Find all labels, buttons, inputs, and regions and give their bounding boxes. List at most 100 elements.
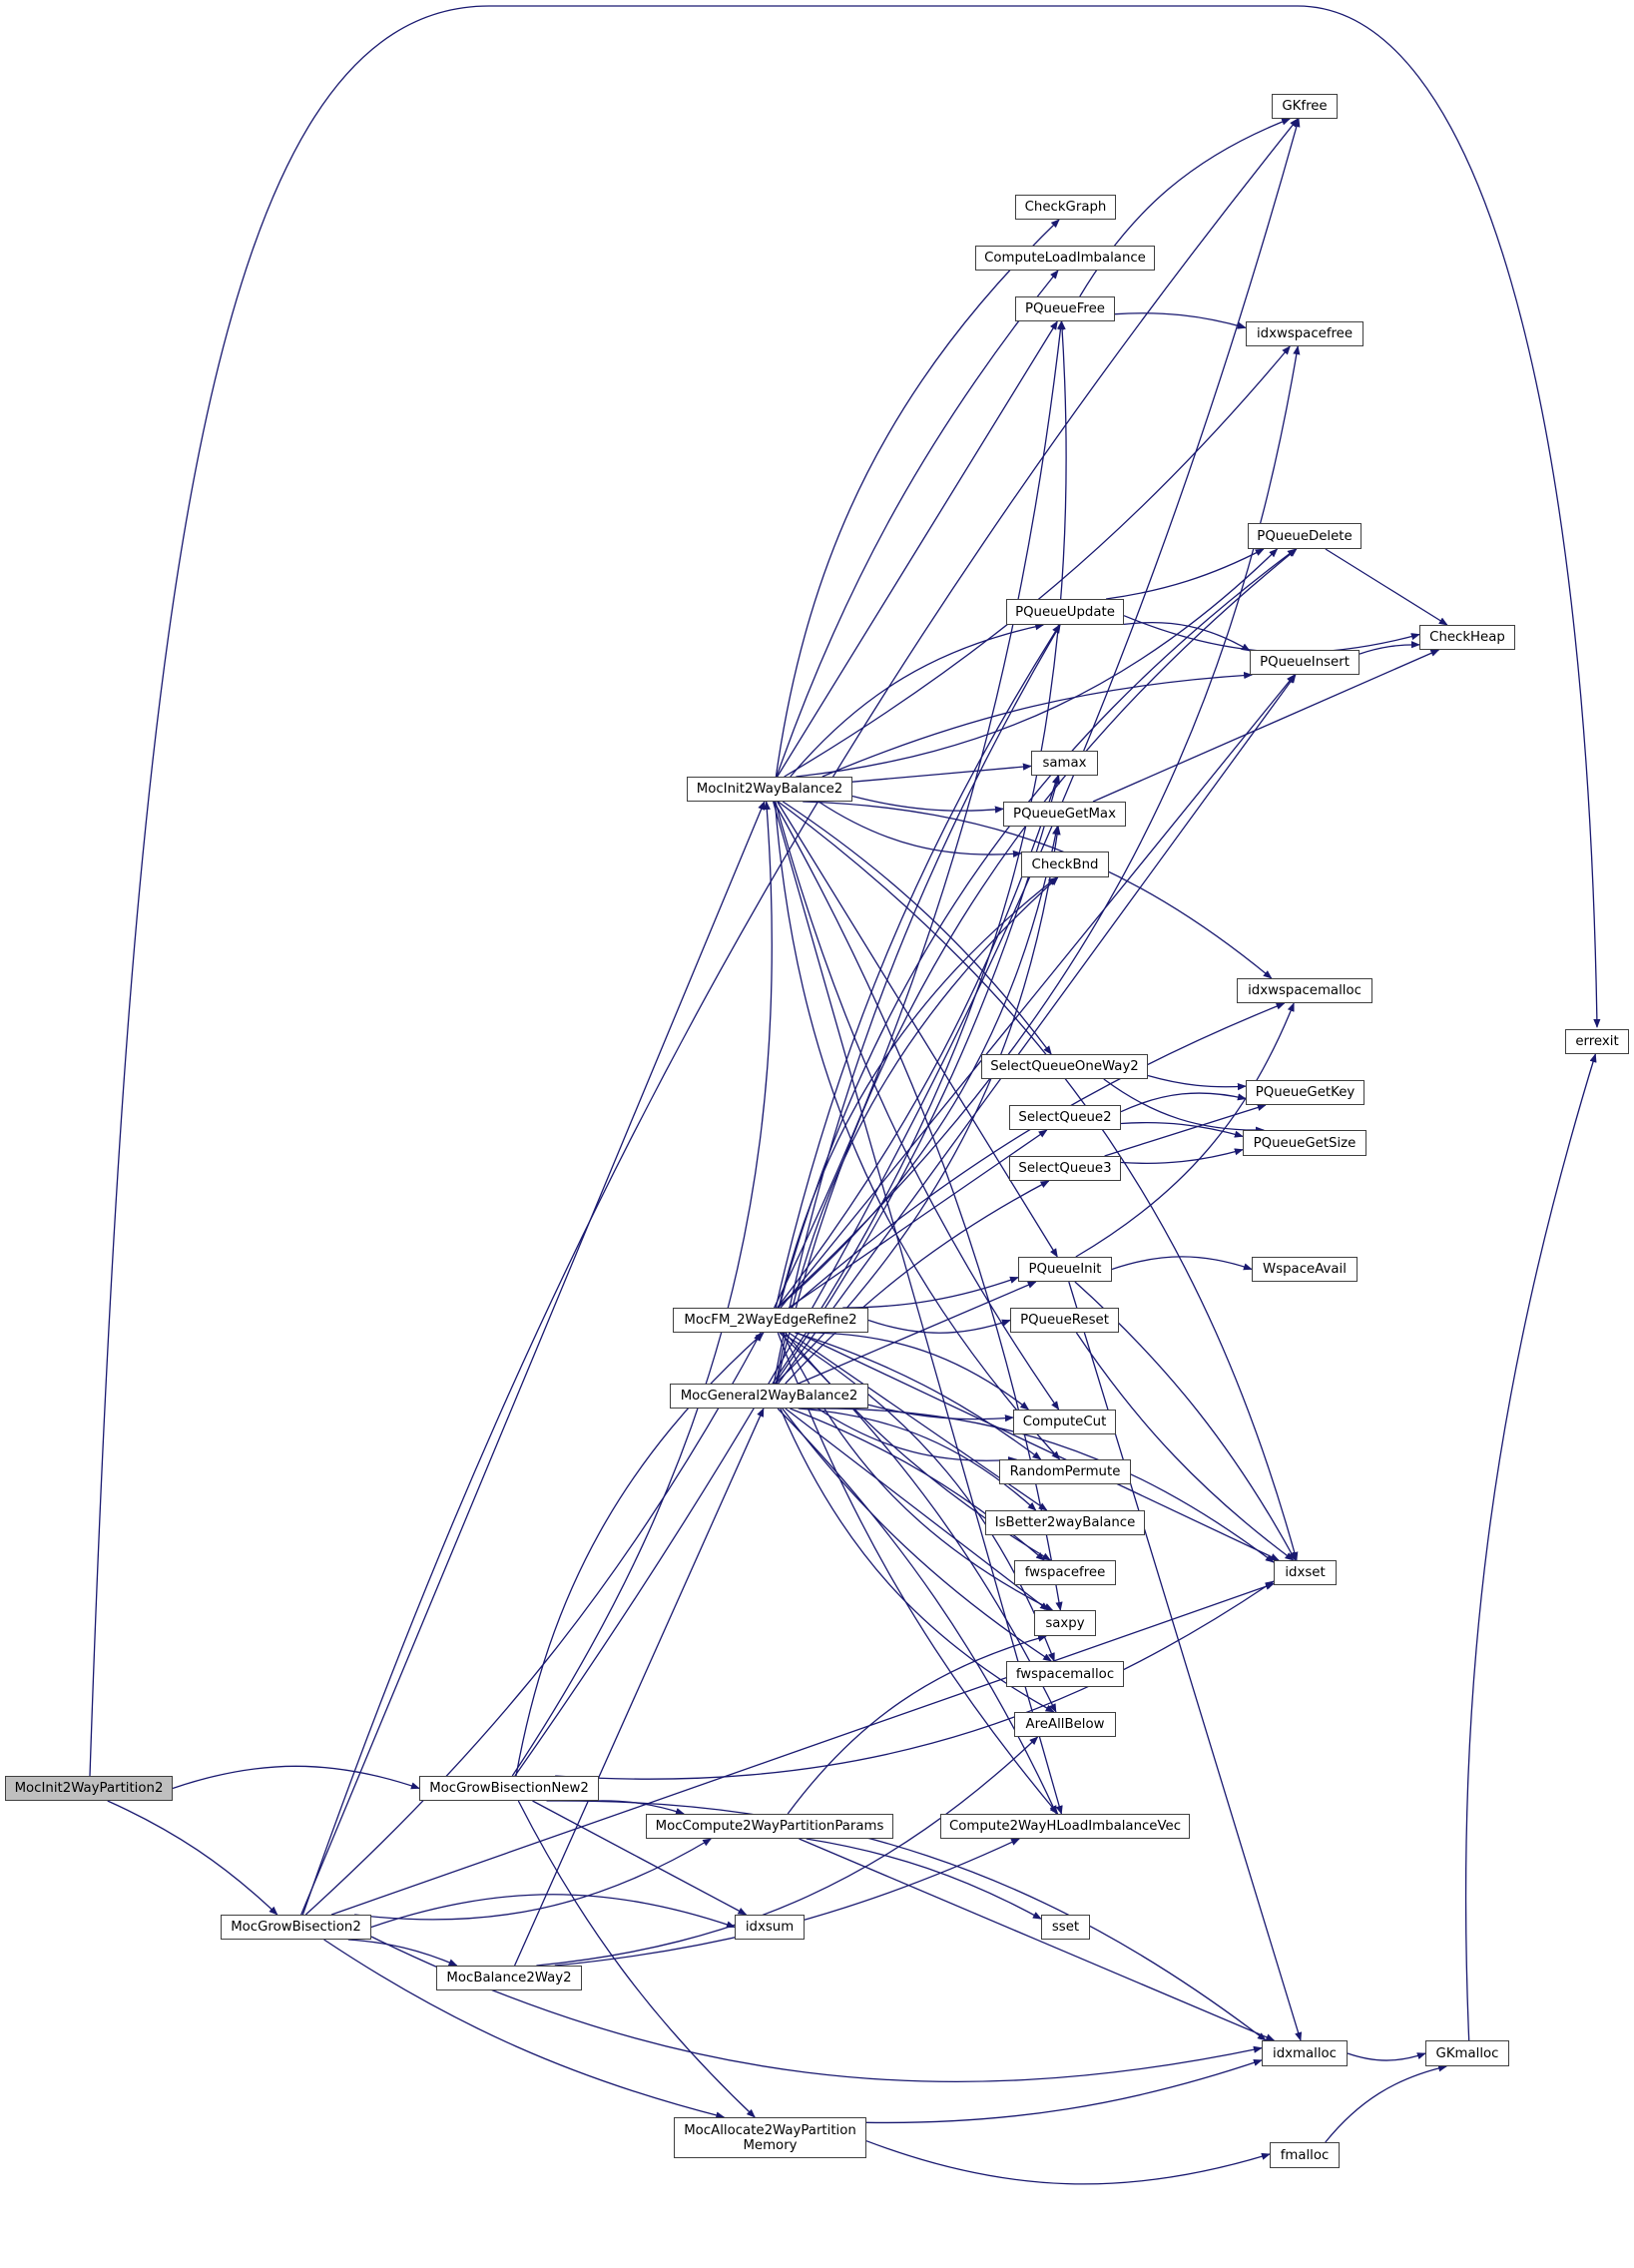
node-label: SelectQueue2 <box>1018 1110 1112 1125</box>
node-are-all-below[interactable]: AreAllBelow <box>1014 1712 1116 1737</box>
edge-moc-fm-2-way-edge-refine2-to-idxwspacefree <box>777 345 1301 1309</box>
node-fwspacefree[interactable]: fwspacefree <box>1014 1560 1116 1585</box>
node-pqueue-delete[interactable]: PQueueDelete <box>1248 523 1362 549</box>
node-label: PQueueReset <box>1020 1313 1109 1328</box>
node-compute-load-imbalance[interactable]: ComputeLoadImbalance <box>975 246 1155 271</box>
edge-moc-general2-way-balance2-to-pqueue-delete <box>776 548 1298 1385</box>
node-check-bnd[interactable]: CheckBnd <box>1021 851 1109 877</box>
node-wspace-avail[interactable]: WspaceAvail <box>1252 1257 1358 1282</box>
node-moc-init2-way-balance2[interactable]: MocInit2WayBalance2 <box>687 777 852 802</box>
node-moc-general2-way-balance2[interactable]: MocGeneral2WayBalance2 <box>670 1384 868 1409</box>
node-moc-fm-2-way-edge-refine2[interactable]: MocFM_2WayEdgeRefine2 <box>673 1308 868 1333</box>
node-select-queue2[interactable]: SelectQueue2 <box>1009 1105 1121 1130</box>
edge-moc-general2-way-balance2-to-pqueue-insert <box>778 674 1297 1385</box>
node-moc-grow-bisection-new2[interactable]: MocGrowBisectionNew2 <box>419 1776 599 1801</box>
edge-moc-balance2-way2-to-moc-general2-way-balance2 <box>514 1408 765 1967</box>
edge-moc-fm-2-way-edge-refine2-to-check-bnd <box>778 876 1058 1309</box>
node-label: saxpy <box>1045 1615 1085 1631</box>
node-select-queue-one-way2[interactable]: SelectQueueOneWay2 <box>981 1054 1148 1079</box>
node-label: PQueueFree <box>1025 301 1105 316</box>
edge-pqueue-get-max-to-check-heap <box>1092 649 1440 803</box>
edge-select-queue2-to-pqueue-get-size <box>1120 1122 1244 1138</box>
edge-moc-grow-bisection-new2-to-moc-allocate2-way-partition-memory <box>517 1800 756 2118</box>
node-pqueue-update[interactable]: PQueueUpdate <box>1006 599 1124 625</box>
node-saxpy[interactable]: saxpy <box>1034 1610 1096 1636</box>
node-label: RandomPermute <box>1009 1464 1121 1479</box>
edge-moc-init2-way-balance2-to-pqueue-init <box>777 801 1058 1258</box>
edge-moc-init2-way-balance2-to-idxwspacefree <box>784 345 1291 778</box>
node-fwspacemalloc[interactable]: fwspacemalloc <box>1006 1661 1124 1687</box>
node-pqueue-reset[interactable]: PQueueReset <box>1010 1308 1119 1333</box>
node-label: fmalloc <box>1280 2147 1330 2163</box>
edge-moc-fm-2-way-edge-refine2-to-idxwspacemalloc <box>790 1002 1286 1309</box>
node-label: samax <box>1042 756 1087 771</box>
edge-moc-general2-way-balance2-to-fwspacemalloc <box>782 1408 1052 1662</box>
node-gkmalloc[interactable]: GKmalloc <box>1425 2040 1509 2066</box>
edge-moc-fm-2-way-edge-refine2-to-pqueue-reset <box>867 1319 1011 1334</box>
edge-moc-fm-2-way-edge-refine2-to-pqueue-insert <box>780 674 1296 1309</box>
node-moc-balance2-way2[interactable]: MocBalance2Way2 <box>436 1966 582 1990</box>
node-label: MocGrowBisection2 <box>231 1920 361 1935</box>
node-moc-init2-way-partition2: MocInit2WayPartition2 <box>5 1776 173 1801</box>
node-label: CheckGraph <box>1024 200 1107 215</box>
edge-moc-init2-way-balance2-to-check-graph <box>775 219 1060 778</box>
node-pqueue-free[interactable]: PQueueFree <box>1015 296 1115 321</box>
node-pqueue-get-key[interactable]: PQueueGetKey <box>1246 1080 1364 1105</box>
edge-moc-general2-way-balance2-to-compute-cut <box>867 1404 1014 1422</box>
node-idxsum[interactable]: idxsum <box>735 1915 805 1940</box>
node-label: AreAllBelow <box>1025 1717 1105 1732</box>
node-label: Compute2WayHLoadImbalanceVec <box>948 1819 1182 1834</box>
node-fmalloc[interactable]: fmalloc <box>1270 2142 1340 2168</box>
node-compute2-way-hload-imbalance-vec[interactable]: Compute2WayHLoadImbalanceVec <box>940 1814 1190 1839</box>
node-idxwspacemalloc[interactable]: idxwspacemalloc <box>1237 978 1372 1003</box>
edge-moc-init2-way-balance2-to-pqueue-get-max <box>851 795 1004 814</box>
node-moc-allocate2-way-partition-memory[interactable]: MocAllocate2WayPartition Memory <box>674 2117 866 2158</box>
node-label: idxmalloc <box>1273 2045 1337 2061</box>
edge-moc-fm-2-way-edge-refine2-to-pqueue-update <box>775 624 1061 1309</box>
node-label: SelectQueueOneWay2 <box>990 1059 1139 1074</box>
edge-pqueue-free-to-idxwspacefree <box>1114 312 1247 329</box>
node-pqueue-get-size[interactable]: PQueueGetSize <box>1243 1130 1366 1156</box>
edge-moc-general2-way-balance2-to-pqueue-init <box>798 1281 1037 1385</box>
node-random-permute[interactable]: RandomPermute <box>999 1459 1131 1484</box>
node-moc-compute2-way-partition-params[interactable]: MocCompute2WayPartitionParams <box>646 1814 893 1839</box>
edge-moc-fm-2-way-edge-refine2-to-pqueue-free <box>774 320 1065 1309</box>
node-label: fwspacefree <box>1024 1565 1106 1580</box>
edge-moc-fm-2-way-edge-refine2-to-pqueue-init <box>842 1276 1019 1309</box>
node-label: MocFM_2WayEdgeRefine2 <box>684 1313 857 1328</box>
node-label: MocCompute2WayPartitionParams <box>655 1819 884 1834</box>
node-sset[interactable]: sset <box>1041 1915 1090 1940</box>
edge-moc-fm-2-way-edge-refine2-to-are-all-below <box>779 1332 1057 1713</box>
node-idxmalloc[interactable]: idxmalloc <box>1262 2040 1348 2066</box>
edge-pqueue-insert-to-check-heap <box>1359 641 1420 655</box>
node-check-graph[interactable]: CheckGraph <box>1015 195 1116 220</box>
edge-moc-general2-way-balance2-to-pqueue-free <box>772 320 1067 1385</box>
edge-select-queue-one-way2-to-pqueue-get-size <box>1103 1078 1265 1134</box>
node-select-queue3[interactable]: SelectQueue3 <box>1009 1156 1121 1181</box>
node-samax[interactable]: samax <box>1031 751 1098 776</box>
node-moc-grow-bisection2[interactable]: MocGrowBisection2 <box>221 1915 371 1940</box>
node-label: sset <box>1051 1920 1080 1935</box>
node-label: fwspacemalloc <box>1015 1666 1115 1682</box>
edge-moc-init2-way-balance2-to-random-permute <box>774 801 1061 1460</box>
node-label: PQueueGetMax <box>1013 807 1116 822</box>
edge-moc-grow-bisection2-to-moc-allocate2-way-partition-memory <box>323 1939 726 2119</box>
node-gkfree[interactable]: GKfree <box>1272 94 1338 119</box>
node-label: PQueueInit <box>1028 1262 1102 1277</box>
node-pqueue-init[interactable]: PQueueInit <box>1018 1257 1112 1282</box>
node-check-heap[interactable]: CheckHeap <box>1419 625 1515 650</box>
node-label: idxsum <box>745 1920 795 1935</box>
node-is-better2way-balance[interactable]: IsBetter2wayBalance <box>985 1510 1145 1535</box>
node-pqueue-get-max[interactable]: PQueueGetMax <box>1003 802 1126 827</box>
node-errexit[interactable]: errexit <box>1565 1029 1629 1054</box>
edge-moc-grow-bisection2-to-idxset <box>330 1582 1275 1916</box>
edge-moc-compute2-way-partition-params-to-sset <box>806 1838 1042 1920</box>
edge-moc-balance2-way2-to-are-all-below <box>536 1736 1039 1967</box>
node-idxset[interactable]: idxset <box>1274 1560 1337 1585</box>
node-compute-cut[interactable]: ComputeCut <box>1013 1410 1116 1434</box>
edge-moc-fm-2-way-edge-refine2-to-is-better2way-balance <box>788 1332 1048 1511</box>
node-idxwspacefree[interactable]: idxwspacefree <box>1246 321 1363 346</box>
edge-moc-init2-way-balance2-to-pqueue-update <box>790 623 1045 778</box>
edge-moc-fm-2-way-edge-refine2-to-compute-cut <box>807 1332 1030 1411</box>
node-pqueue-insert[interactable]: PQueueInsert <box>1250 650 1360 675</box>
